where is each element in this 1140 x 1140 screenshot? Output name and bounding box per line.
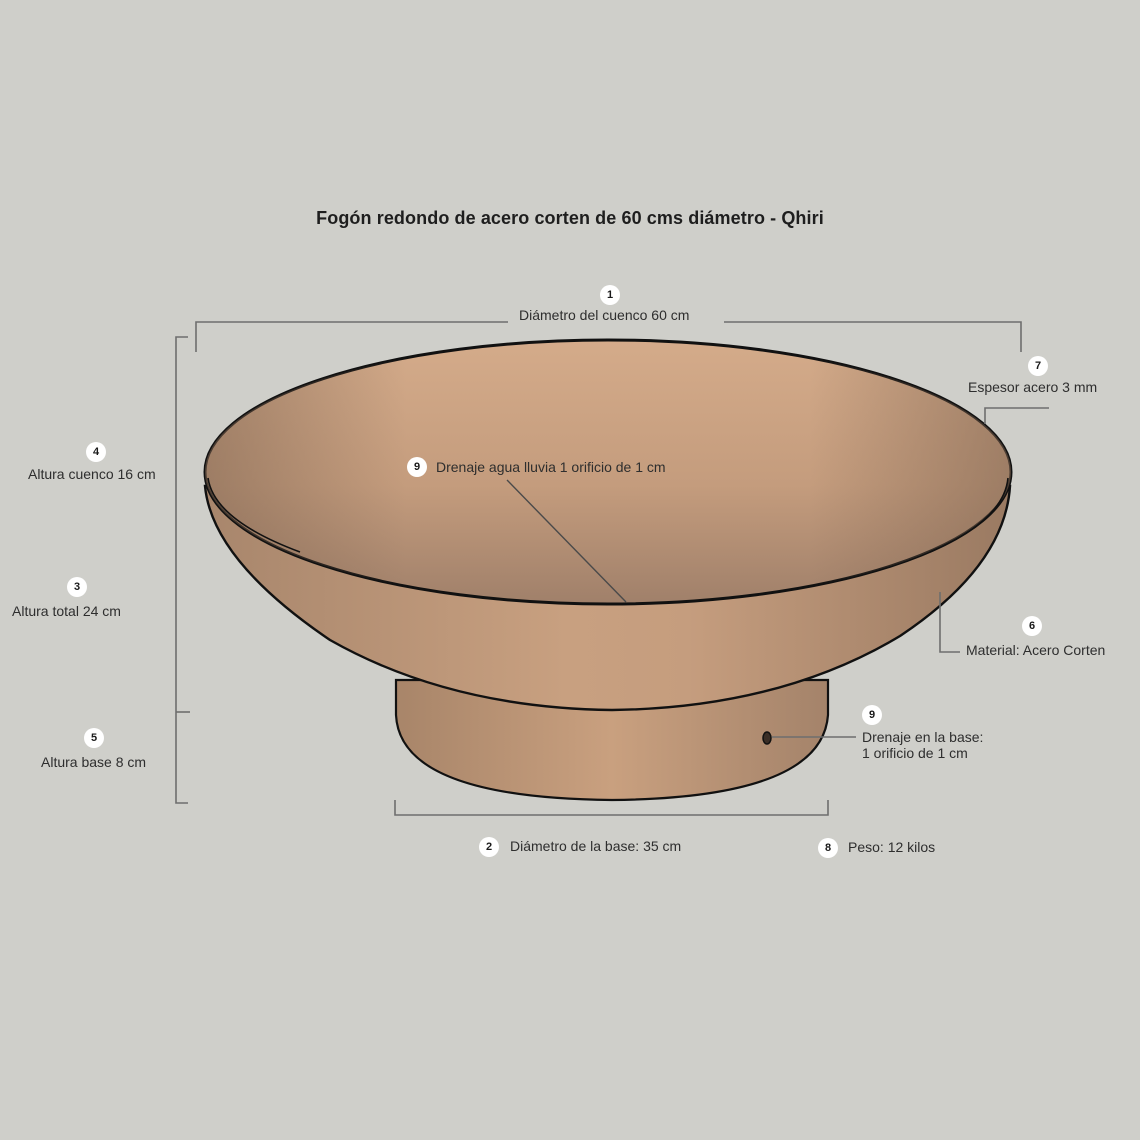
label-steel-thickness: Espesor acero 3 mm: [968, 379, 1098, 395]
base-drain-hole: [762, 731, 772, 745]
badge-9-interior: 9: [407, 457, 427, 477]
label-bowl-diameter: Diámetro del cuenco 60 cm: [519, 307, 690, 323]
label-base-diameter: Diámetro de la base: 35 cm: [510, 838, 682, 854]
label-base-drain-line1: Drenaje en la base:: [862, 729, 984, 745]
label-total-height: Altura total 24 cm: [12, 603, 121, 619]
badge-9-base: 9: [862, 705, 882, 725]
height-line: [175, 336, 188, 804]
diagram-title: Fogón redondo de acero corten de 60 cms …: [316, 208, 824, 228]
bowl-diameter-line: [195, 321, 1022, 352]
badge-2: 2: [479, 837, 499, 857]
label-weight: Peso: 12 kilos: [848, 839, 936, 855]
badge-5: 5: [84, 728, 104, 748]
label-material: Material: Acero Corten: [966, 642, 1106, 658]
badge-4: 4: [86, 442, 106, 462]
material-leader: [939, 592, 960, 653]
badge-3: 3: [67, 577, 87, 597]
label-bowl-height: Altura cuenco 16 cm: [28, 466, 156, 482]
badge-8: 8: [818, 838, 838, 858]
badge-6: 6: [1022, 616, 1042, 636]
interior-drain-leader: [506, 479, 627, 603]
badge-7: 7: [1028, 356, 1048, 376]
label-base-drain-line2: 1 orificio de 1 cm: [862, 745, 968, 761]
badge-1: 1: [600, 285, 620, 305]
base-cylinder: [394, 678, 830, 802]
thickness-leader: [984, 407, 1049, 424]
label-rain-drain: Drenaje agua lluvia 1 orificio de 1 cm: [436, 459, 666, 475]
label-base-height: Altura base 8 cm: [41, 754, 147, 770]
base-diameter-line: [394, 800, 829, 816]
